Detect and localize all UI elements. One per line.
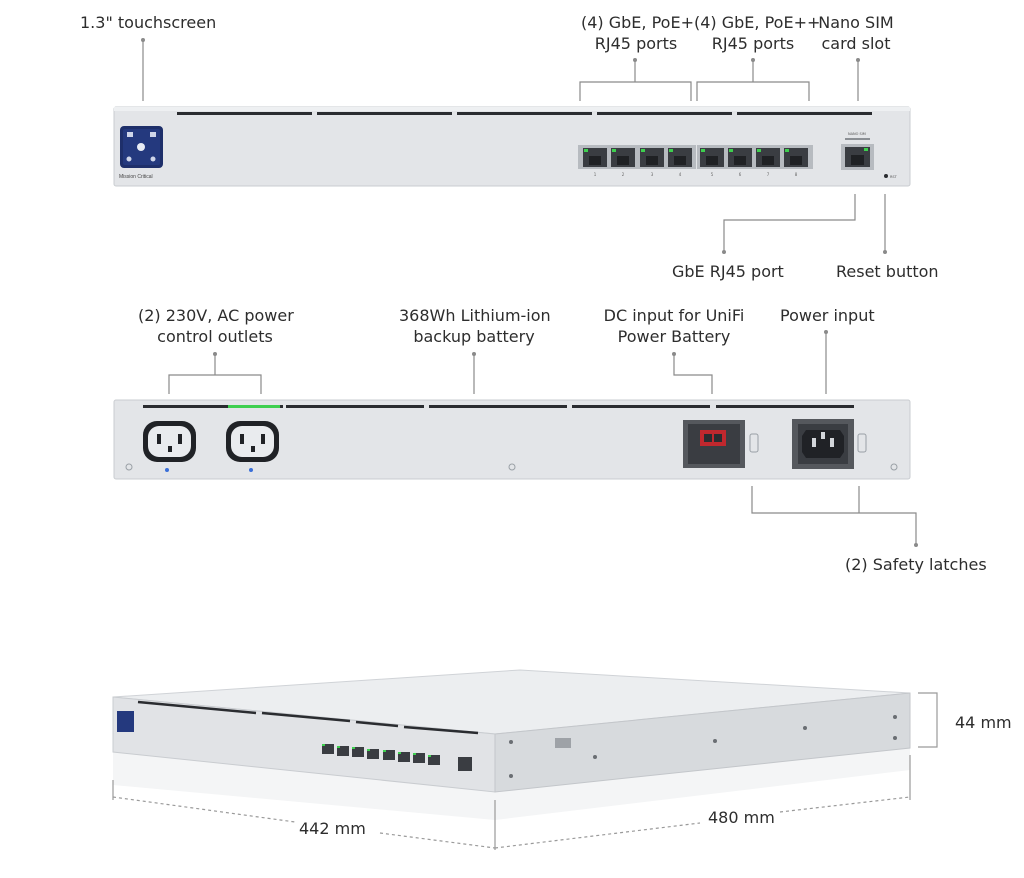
label-dc-input: DC input for UniFi Power Battery — [603, 306, 745, 346]
rear-center-mark — [508, 463, 516, 471]
front-device: Mission Critical 1 2 3 4 5 6 7 8 NANO SI… — [113, 38, 911, 254]
dc-input-connector — [683, 420, 745, 468]
rear-screw-left — [125, 463, 133, 471]
rear-vent-slots — [143, 405, 854, 408]
port-number-1: 1 — [594, 172, 597, 177]
dimension-lines — [112, 692, 938, 850]
ac-outlet-1 — [143, 421, 196, 462]
label-power-input: Power input — [780, 306, 875, 325]
port-number-2: 2 — [622, 172, 625, 177]
rj45-port-3 — [640, 148, 664, 167]
dimension-height-label: 44 mm — [955, 713, 1012, 732]
dimension-width-label: 442 mm — [299, 819, 366, 838]
rear-leader-lines — [168, 332, 917, 545]
front-vent-slots — [177, 112, 872, 115]
port-number-8: 8 — [795, 172, 798, 177]
rj45-port-5 — [700, 148, 724, 167]
rj45-port-8 — [784, 148, 808, 167]
reset-button — [884, 174, 888, 178]
brand-text: Mission Critical — [119, 174, 153, 180]
rear-screw-right — [890, 463, 898, 471]
power-input-socket — [792, 419, 854, 469]
reset-label: RST — [890, 175, 898, 179]
sim-label: NANO SIM — [848, 132, 866, 136]
perspective-touchscreen — [117, 711, 134, 732]
port-number-5: 5 — [711, 172, 714, 177]
gbe-rj45-port — [841, 144, 874, 170]
label-nano-sim: Nano SIM card slot — [818, 13, 894, 53]
safety-latch-1 — [749, 433, 759, 453]
nano-sim-slot — [845, 138, 870, 140]
label-ac-outlets: (2) 230V, AC power control outlets — [138, 306, 294, 346]
rj45-port-7 — [756, 148, 780, 167]
port-number-6: 6 — [739, 172, 742, 177]
label-poe-plusplus-ports: (4) GbE, PoE++ RJ45 ports — [694, 13, 821, 53]
rj45-port-bank — [578, 145, 813, 169]
front-leader-lines — [142, 40, 886, 252]
port-number-3: 3 — [651, 172, 654, 177]
perspective-side-face — [494, 692, 911, 793]
rj45-port-1 — [583, 148, 607, 167]
label-reset-button: Reset button — [836, 262, 939, 281]
label-touchscreen: 1.3" touchscreen — [80, 13, 217, 32]
perspective-port-bank — [322, 744, 472, 771]
ac-outlet-2 — [226, 421, 279, 462]
touchscreen-icon — [120, 126, 163, 168]
dimension-depth-label: 480 mm — [708, 808, 775, 827]
rj45-port-4 — [668, 148, 692, 167]
label-battery: 368Wh Lithium-ion backup battery — [399, 306, 551, 346]
port-number-4: 4 — [679, 172, 682, 177]
label-poe-plus-ports: (4) GbE, PoE+ RJ45 ports — [581, 13, 694, 53]
safety-latch-2 — [857, 433, 867, 453]
label-safety-latches: (2) Safety latches — [845, 555, 987, 574]
rear-device — [113, 330, 918, 547]
rj45-port-2 — [611, 148, 635, 167]
port-number-7: 7 — [767, 172, 770, 177]
label-gbe-port: GbE RJ45 port — [672, 262, 784, 281]
rj45-port-6 — [728, 148, 752, 167]
